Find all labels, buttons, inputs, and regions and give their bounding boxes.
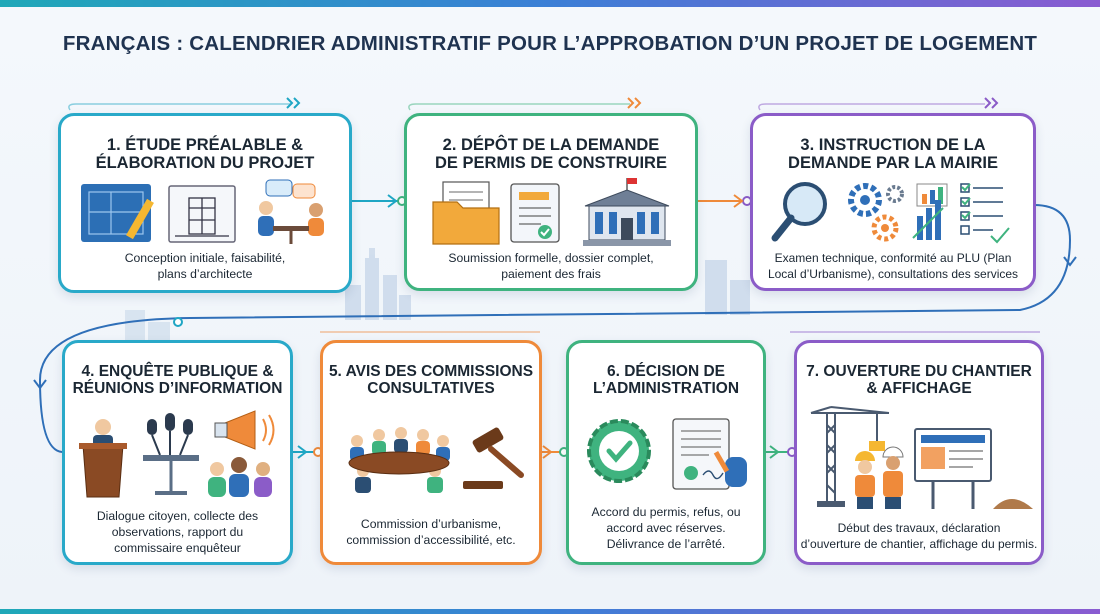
step-1-description: Conception initiale, faisabilité, plans … xyxy=(61,251,349,283)
step-2-title: 2. DÉPÔT DE LA DEMANDE DE PERMIS DE CONS… xyxy=(407,136,695,173)
step-5-title: 5. AVIS DES COMMISSIONS CONSULTATIVES xyxy=(323,363,539,398)
committee-table-icon xyxy=(348,427,450,493)
step-card-4: 4. ENQUÊTE PUBLIQUE & RÉUNIONS D’INFORMA… xyxy=(62,340,293,565)
megaphone-icon xyxy=(214,410,275,450)
step-card-1: 1. ÉTUDE PRÉALABLE & ÉLABORATION DU PROJ… xyxy=(58,113,352,293)
step-3-desc-line-2: Local d’Urbanisme), consultations des se… xyxy=(767,266,1019,281)
gears-icon xyxy=(848,183,904,242)
step-3-illustration xyxy=(771,182,1010,244)
step-4-title-line-2: RÉUNIONS D’INFORMATION xyxy=(72,380,283,398)
step-3-desc-line-1: Examen technique, conformité au PLU (Pla… xyxy=(774,251,1012,265)
step-2-desc-line-2: paiement des frais xyxy=(501,266,601,281)
step-5-description: Commission d’urbanisme, commission d’acc… xyxy=(323,517,539,549)
step-3-title-line-2: DEMANDE PAR LA MAIRIE xyxy=(788,154,998,173)
step-6-description: Accord du permis, refus, ou accord avec … xyxy=(569,505,763,553)
magnifier-icon xyxy=(771,182,827,242)
step-6-title: 6. DÉCISION DE L’ADMINISTRATION xyxy=(569,363,763,398)
step-card-5: 5. AVIS DES COMMISSIONS CONSULTATIVES Co… xyxy=(320,340,542,565)
step-2-title-line-1: 2. DÉPÔT DE LA DEMANDE xyxy=(442,136,660,154)
podium-icon xyxy=(79,419,127,498)
bottom-gradient-bar xyxy=(0,609,1100,614)
step-card-6: 6. DÉCISION DE L’ADMINISTRATION Accord d… xyxy=(566,340,766,565)
workers-icon xyxy=(855,446,904,509)
signed-decree-icon xyxy=(672,418,747,490)
step-1-desc-line-1: Conception initiale, faisabilité, xyxy=(124,251,286,265)
gavel-icon xyxy=(463,427,524,489)
step-5-desc-line-2: commission d’accessibilité, etc. xyxy=(346,532,516,547)
step-2-title-line-2: DE PERMIS DE CONSTRUIRE xyxy=(435,154,667,173)
step-1-title-line-2: ÉLABORATION DU PROJET xyxy=(95,154,315,173)
step-3-title-line-1: 3. INSTRUCTION DE LA xyxy=(800,136,986,154)
step-7-description: Début des travaux, déclaration d’ouvertu… xyxy=(797,521,1041,552)
step-6-desc-line-2: accord avec réserves. xyxy=(606,520,726,535)
step-1-title-line-1: 1. ÉTUDE PRÉALABLE & xyxy=(106,136,304,154)
step-4-desc-line-1: Dialogue citoyen, collecte des xyxy=(96,509,259,523)
folder-icon xyxy=(432,181,500,245)
step-6-desc-line-3: Délivrance de l’arrêté. xyxy=(606,536,726,551)
step-2-description: Soumission formelle, dossier complet, pa… xyxy=(407,251,695,283)
step-3-title: 3. INSTRUCTION DE LA DEMANDE PAR LA MAIR… xyxy=(753,136,1033,173)
skyline-decoration xyxy=(705,260,750,315)
town-hall-icon xyxy=(583,178,671,246)
step-5-illustration xyxy=(348,427,524,493)
skyline-decoration xyxy=(125,310,170,345)
step-1-title: 1. ÉTUDE PRÉALABLE & ÉLABORATION DU PROJ… xyxy=(61,136,349,173)
step-1-illustration xyxy=(81,179,324,244)
step-4-title-line-1: 4. ENQUÊTE PUBLIQUE & xyxy=(81,363,274,380)
step-6-title-line-2: L’ADMINISTRATION xyxy=(592,380,740,398)
step-6-title-line-1: 6. DÉCISION DE xyxy=(607,363,725,380)
top-gradient-bar xyxy=(0,0,1100,7)
site-sign-icon xyxy=(914,428,1033,509)
step-2-desc-line-1: Soumission formelle, dossier complet, xyxy=(448,251,654,265)
citizens-icon xyxy=(208,457,272,497)
microphones-icon xyxy=(143,413,199,495)
step-7-title-line-1: 7. OUVERTURE DU CHANTIER xyxy=(806,363,1032,380)
page-title: FRANÇAIS : CALENDRIER ADMINISTRATIF POUR… xyxy=(62,32,1038,55)
step-card-3: 3. INSTRUCTION DE LA DEMANDE PAR LA MAIR… xyxy=(750,113,1036,291)
document-check-icon xyxy=(510,183,560,243)
step-5-title-line-2: CONSULTATIVES xyxy=(367,380,495,398)
architect-drawing-icon xyxy=(168,185,236,243)
approval-badge-icon xyxy=(587,419,651,483)
meeting-icon xyxy=(258,179,324,244)
step-card-2: 2. DÉPÔT DE LA DEMANDE DE PERMIS DE CONS… xyxy=(404,113,698,291)
step-3-description: Examen technique, conformité au PLU (Pla… xyxy=(753,251,1033,282)
step-4-title: 4. ENQUÊTE PUBLIQUE & RÉUNIONS D’INFORMA… xyxy=(65,363,290,398)
step-1-desc-line-2: plans d’architecte xyxy=(157,266,253,281)
step-5-desc-line-1: Commission d’urbanisme, xyxy=(360,517,502,531)
step-7-desc-line-2: d’ouverture de chantier, affichage du pe… xyxy=(800,536,1038,551)
step-5-title-line-1: 5. AVIS DES COMMISSIONS xyxy=(328,363,534,380)
skyline-decoration xyxy=(345,248,411,320)
step-7-illustration xyxy=(810,406,1033,509)
step-6-desc-line-1: Accord du permis, refus, ou xyxy=(591,505,741,519)
crane-icon xyxy=(810,406,890,507)
step-7-title-line-2: & AFFICHAGE xyxy=(866,380,972,398)
step-card-7: 7. OUVERTURE DU CHANTIER & AFFICHAGE xyxy=(794,340,1044,565)
step-2-illustration xyxy=(432,178,671,246)
step-4-desc-line-2: observations, rapport du xyxy=(111,524,244,539)
checklist-chart-icon xyxy=(912,183,1010,244)
step-4-description: Dialogue citoyen, collecte des observati… xyxy=(65,509,290,557)
step-4-desc-line-3: commissaire enquêteur xyxy=(114,540,241,555)
step-6-illustration xyxy=(587,418,747,490)
step-7-desc-line-1: Début des travaux, déclaration xyxy=(837,521,1001,535)
step-4-illustration xyxy=(79,410,275,498)
step-7-title: 7. OUVERTURE DU CHANTIER & AFFICHAGE xyxy=(797,363,1041,398)
blueprint-icon xyxy=(81,184,154,242)
